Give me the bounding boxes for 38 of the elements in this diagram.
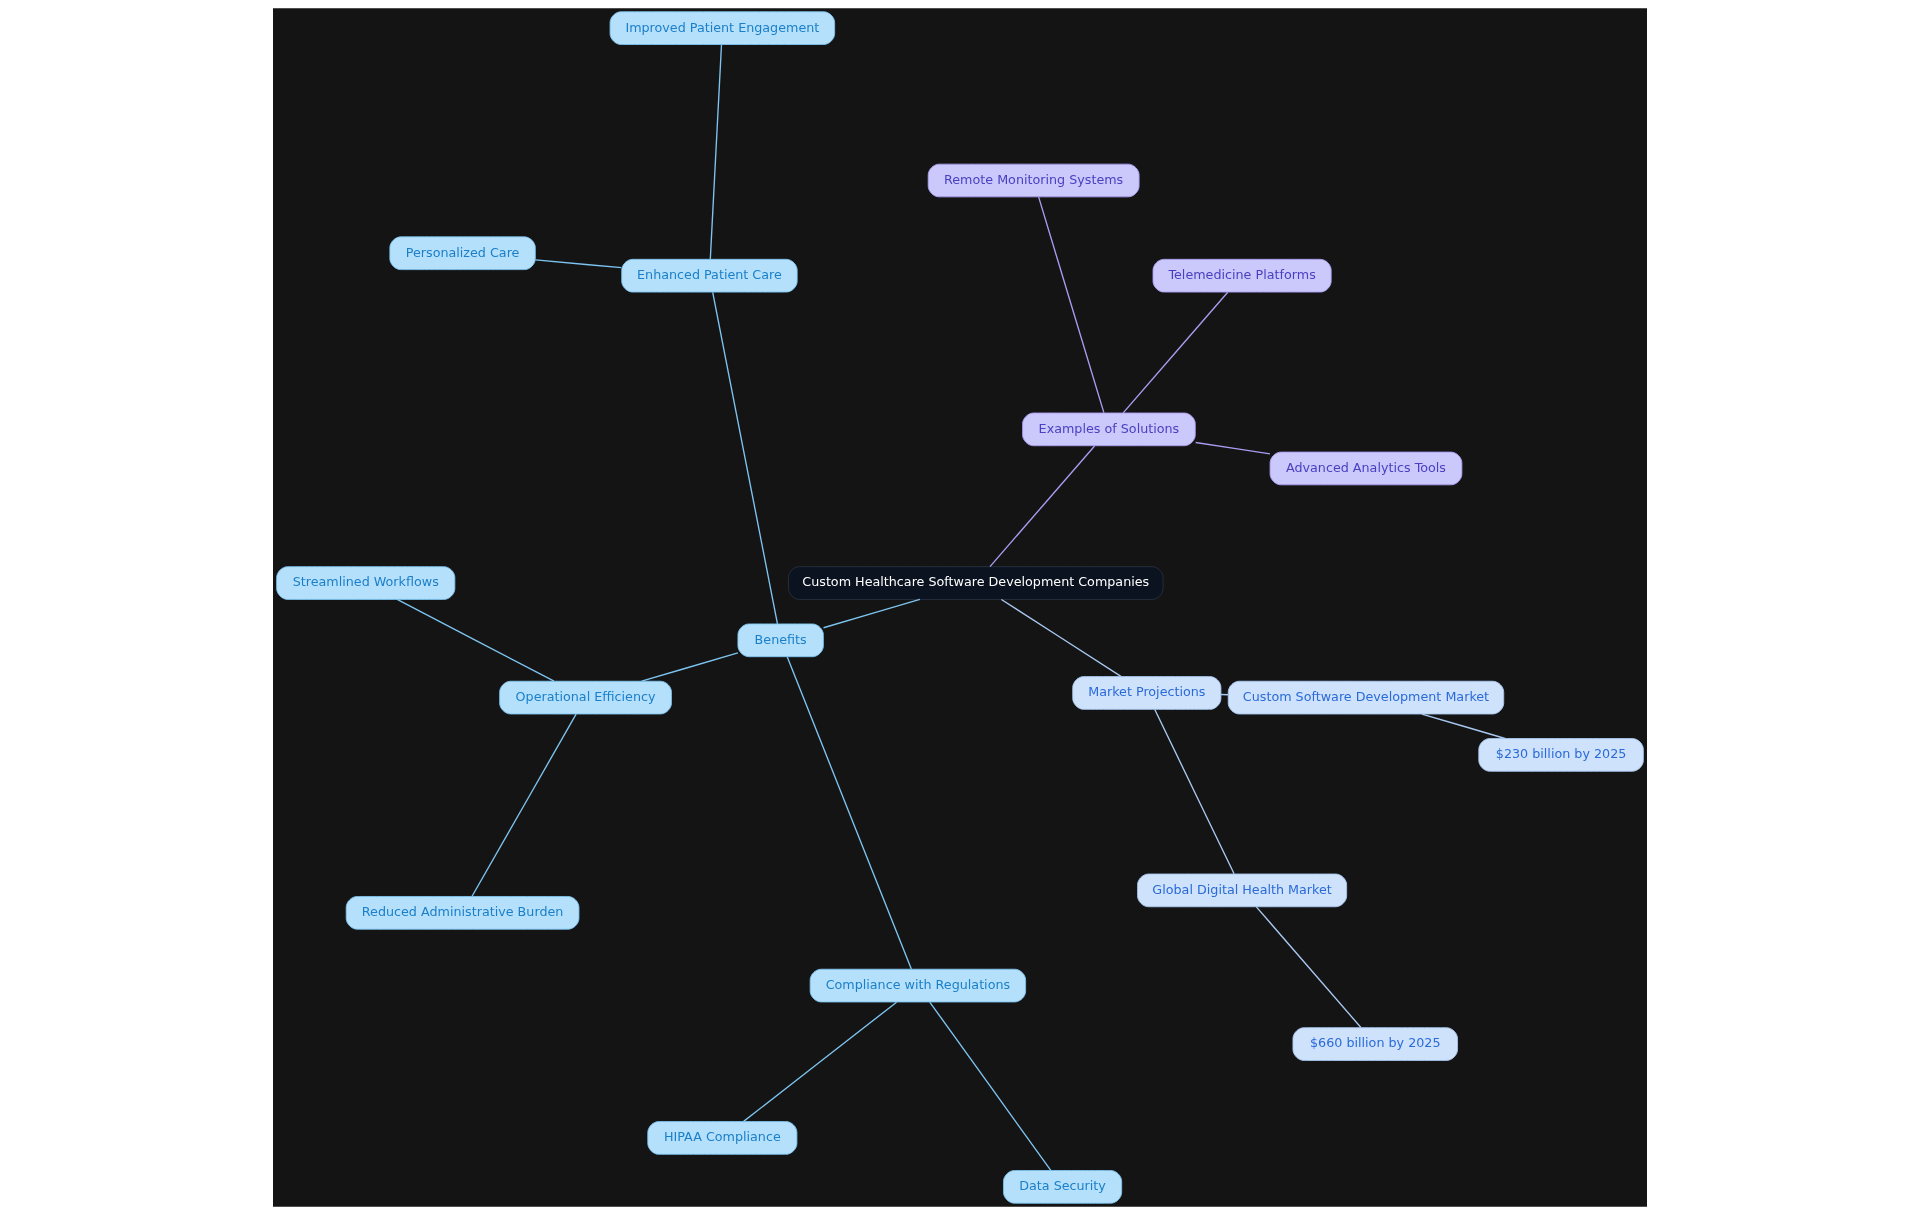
connector (1194, 441, 1271, 455)
connector (712, 291, 779, 625)
node-box: Examples of Solutions (1022, 412, 1196, 447)
node-box: Telemedicine Platforms (1152, 258, 1332, 293)
connector (742, 1001, 898, 1123)
node-box: Operational Efficiency (499, 680, 672, 715)
connector (640, 652, 739, 682)
node-box: Global Digital Health Market (1137, 873, 1348, 908)
node-box: Improved Patient Engagement (609, 11, 836, 45)
connector (1000, 598, 1122, 678)
connector (929, 1001, 1052, 1172)
connector (1421, 713, 1506, 740)
connector (1122, 291, 1229, 414)
node-box: Remote Monitoring Systems (927, 163, 1140, 198)
node-box: Enhanced Patient Care (621, 258, 798, 293)
connector (989, 445, 1096, 568)
connector (1255, 906, 1362, 1029)
connector (1038, 196, 1105, 414)
node-box: Personalized Care (389, 236, 536, 271)
connector (396, 598, 555, 682)
node-box: Custom Software Development Market (1227, 680, 1505, 715)
node-box: Streamlined Workflows (276, 566, 456, 600)
node-box: Custom Healthcare Software Development Companies (788, 566, 1164, 600)
node-box: HIPAA Compliance (647, 1121, 798, 1155)
connector (709, 44, 723, 260)
node-box: Compliance with Regulations (809, 968, 1027, 1003)
node-box: Data Security (1003, 1170, 1123, 1204)
node-box: Benefits (737, 623, 824, 658)
connector (534, 259, 623, 269)
connector (822, 598, 921, 629)
connector (786, 656, 912, 970)
node-box: Reduced Administrative Burden (345, 896, 580, 930)
node-box: Advanced Analytics Tools (1269, 451, 1463, 486)
connector (471, 713, 577, 897)
node-box: Market Projections (1072, 676, 1222, 710)
connector (1154, 708, 1235, 875)
node-box: $230 billion by 2025 (1478, 738, 1644, 772)
node-box: $660 billion by 2025 (1292, 1027, 1458, 1061)
